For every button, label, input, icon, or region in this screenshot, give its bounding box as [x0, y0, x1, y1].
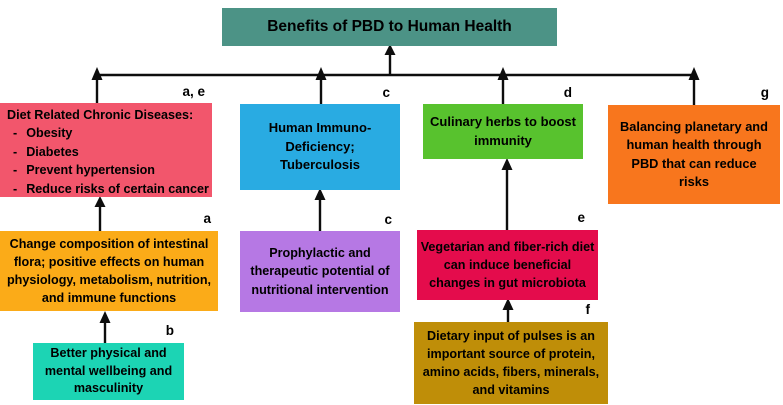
node-chronic-diseases: Diet Related Chronic Diseases: Obesity D… — [0, 103, 212, 197]
node-text: Better physical and mental wellbeing and… — [44, 345, 173, 396]
node-hiv-tuberculosis: Human Immuno-Deficiency; Tuberculosis — [240, 104, 400, 190]
arrowhead — [91, 67, 103, 80]
node-gut-microbiota: Vegetarian and fiber-rich diet can induc… — [417, 230, 598, 300]
arrowhead — [315, 67, 327, 80]
node-pulses: Dietary input of pulses is an important … — [414, 322, 608, 404]
arrowhead — [497, 67, 509, 80]
arrowhead — [501, 158, 513, 170]
list-item: Prevent hypertension — [7, 161, 210, 179]
node-heading: Diet Related Chronic Diseases: — [7, 108, 194, 122]
ref-tag-pulses: f — [585, 302, 591, 317]
list-item: Obesity — [7, 124, 210, 142]
node-culinary-herbs: Culinary herbs to boost immunity — [423, 104, 583, 159]
node-wellbeing: Better physical and mental wellbeing and… — [33, 343, 184, 400]
title-text: Benefits of PBD to Human Health — [267, 18, 512, 35]
ref-tag-nutritional-intervention: c — [384, 212, 392, 227]
ref-tag-gut-microbiota: e — [577, 210, 585, 225]
node-text: Human Immuno-Deficiency; Tuberculosis — [268, 120, 372, 173]
disease-list: Obesity Diabetes Prevent hypertension Re… — [7, 124, 210, 198]
node-nutritional-intervention: Prophylactic and therapeutic potential o… — [240, 231, 400, 312]
node-text: Culinary herbs to boost immunity — [430, 114, 576, 148]
list-item: Diabetes — [7, 143, 210, 161]
node-text: Balancing planetary and human health thr… — [620, 118, 768, 190]
node-text: Vegetarian and fiber-rich diet can induc… — [420, 239, 595, 291]
ref-tag-culinary-herbs: d — [563, 85, 572, 100]
ref-tag-wellbeing: b — [165, 323, 174, 338]
ref-tag-chronic-diseases: a, e — [182, 84, 205, 99]
title-box: Benefits of PBD to Human Health — [222, 8, 557, 46]
node-text: Prophylactic and therapeutic potential o… — [250, 246, 390, 297]
node-text: Change composition of intestinal flora; … — [6, 236, 212, 306]
arrowhead — [99, 311, 111, 323]
node-planetary-health: Balancing planetary and human health thr… — [608, 105, 780, 204]
ref-tag-hiv-tuberculosis: c — [382, 85, 390, 100]
node-intestinal-flora: Change composition of intestinal flora; … — [0, 231, 218, 311]
list-item: Reduce risks of certain cancer — [7, 180, 210, 198]
ref-tag-planetary-health: g — [760, 85, 769, 100]
node-text: Dietary input of pulses is an important … — [422, 328, 600, 398]
ref-tag-intestinal-flora: a — [203, 211, 211, 226]
arrowhead — [688, 67, 700, 80]
